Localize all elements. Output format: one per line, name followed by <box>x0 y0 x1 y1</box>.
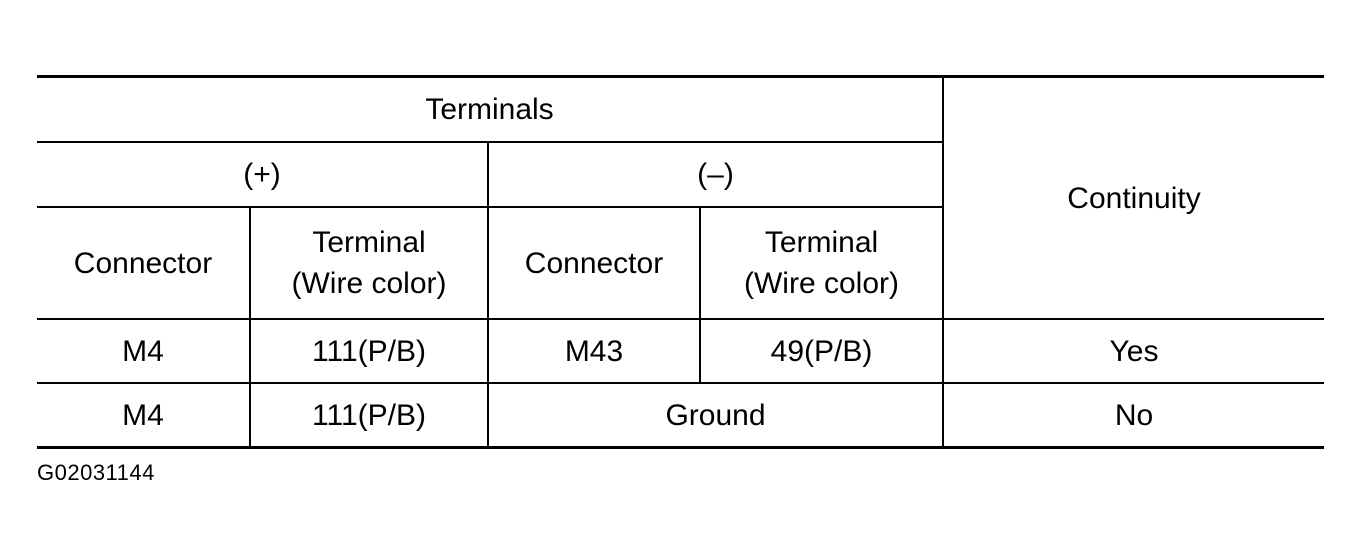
continuity-check-table: Terminals Continuity (+) (–) Connector T… <box>37 75 1324 449</box>
terminals-header: Terminals <box>37 75 943 142</box>
continuity-header: Continuity <box>942 75 1324 319</box>
plus-terminal-cell: 111(P/B) <box>249 382 488 449</box>
plus-header: (+) <box>37 141 488 207</box>
continuity-cell: No <box>942 382 1324 449</box>
minus-terminal-cell: 49(P/B) <box>699 318 943 383</box>
plus-connector-header: Connector <box>37 206 250 319</box>
plus-terminal-cell: 111(P/B) <box>249 318 488 383</box>
terminal-header-line2: (Wire color) <box>291 267 447 300</box>
terminal-header-line1: Terminal <box>312 226 426 259</box>
plus-connector-cell: M4 <box>37 318 250 383</box>
terminal-header-line1: Terminal <box>764 226 879 259</box>
plus-terminal-header: Terminal (Wire color) <box>249 206 488 319</box>
minus-terminal-header: Terminal (Wire color) <box>699 206 943 319</box>
minus-connector-cell: M43 <box>487 318 700 383</box>
minus-connector-header: Connector <box>487 206 700 319</box>
minus-header: (–) <box>487 141 943 207</box>
header-row-columns: Connector Terminal (Wire color) Connecto… <box>37 206 1324 319</box>
ground-cell: Ground <box>487 382 943 449</box>
header-row-terminals: Terminals Continuity <box>37 75 1324 319</box>
figure-code: G02031144 <box>37 460 155 485</box>
plus-connector-cell: M4 <box>37 382 250 449</box>
terminal-header-line2: (Wire color) <box>744 267 899 300</box>
table-row: M4 111(P/B) Ground No <box>37 382 1324 449</box>
continuity-cell: Yes <box>942 318 1324 383</box>
table-row: M4 111(P/B) M43 49(P/B) Yes <box>37 318 1324 383</box>
header-row-polarity: (+) (–) <box>37 141 1324 207</box>
